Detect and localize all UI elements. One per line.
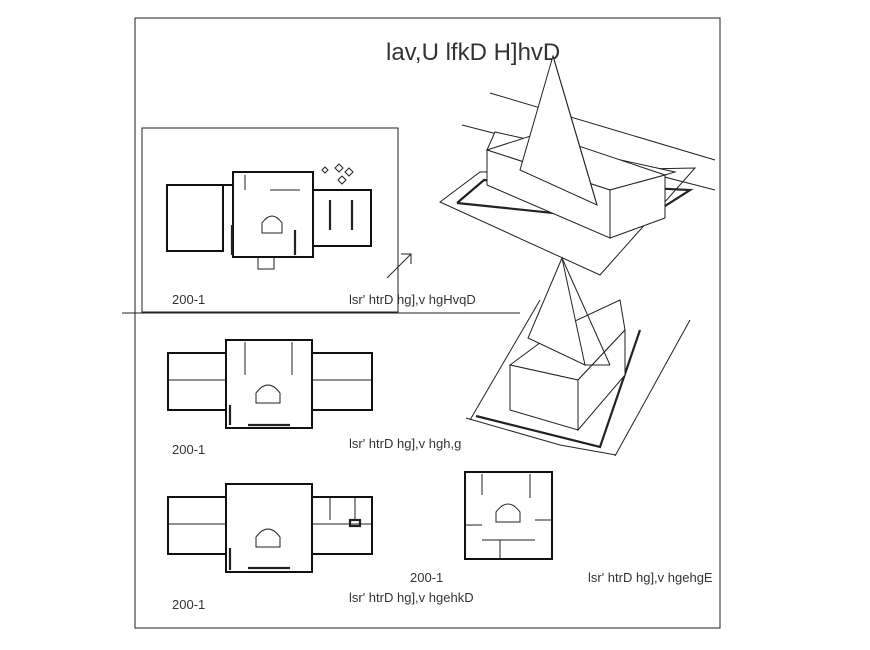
floor-plan-ground — [166, 163, 372, 270]
inner-frame — [141, 127, 399, 313]
scale-label-1: 200-1 — [172, 292, 205, 307]
arrow-icon — [386, 253, 412, 279]
view-caption-2: lsr' htrD hg],v hgh,g — [349, 436, 461, 451]
scale-label-3: 200-1 — [172, 597, 205, 612]
view-caption-1: lsr' htrD hg],v hgHvqD — [349, 292, 476, 307]
scale-label-2: 200-1 — [172, 442, 205, 457]
floor-plan-first — [167, 339, 373, 429]
floor-plan-top — [464, 471, 553, 560]
view-caption-3: lsr' htrD hg],v hgehkD — [349, 590, 474, 605]
drawing-title: lav,U lfkD H]hvD — [386, 39, 560, 66]
3d-perspective-view-1 — [439, 54, 716, 276]
scale-label-4: 200-1 — [410, 570, 443, 585]
sheet-border — [134, 17, 721, 629]
view-caption-4: lsr' htrD hg],v hgehgE — [588, 570, 713, 585]
floor-plan-second — [167, 483, 373, 573]
3d-perspective-view-2 — [465, 256, 691, 457]
